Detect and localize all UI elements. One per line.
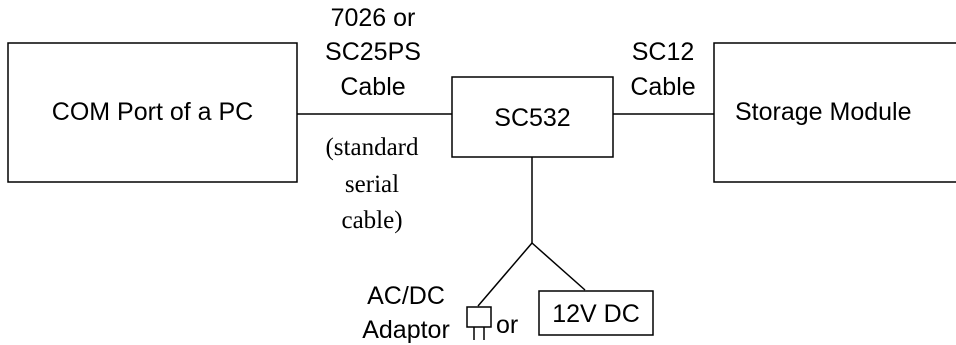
storage-module-box: Storage Module bbox=[713, 42, 956, 183]
cable-pc-label-line1: 7026 or bbox=[331, 4, 416, 32]
storage-module-label: Storage Module bbox=[735, 98, 912, 126]
sc532-box: SC532 bbox=[451, 76, 614, 158]
pc-com-port-label: COM Port of a PC bbox=[52, 98, 253, 126]
power-wire-dc-branch bbox=[531, 242, 586, 291]
cable-pc-note-line3: cable) bbox=[341, 207, 402, 234]
plug-icon bbox=[466, 306, 492, 340]
cable-pc-note-line2: serial bbox=[345, 171, 399, 198]
cable-pc-label-line2: SC25PS bbox=[325, 38, 421, 66]
cable-storage-label-line2: Cable bbox=[630, 73, 695, 101]
sc532-label: SC532 bbox=[494, 104, 570, 132]
power-wire-adaptor-branch bbox=[477, 242, 533, 307]
dc-12v-box: 12V DC bbox=[538, 290, 654, 336]
or-label: or bbox=[496, 311, 518, 339]
pc-com-port-box: COM Port of a PC bbox=[7, 42, 298, 183]
cable-storage-label-line1: SC12 bbox=[632, 38, 695, 66]
adaptor-label-line1: AC/DC bbox=[367, 282, 445, 310]
cable-pc-note-line1: (standard bbox=[325, 134, 419, 161]
adaptor-label-line2: Adaptor bbox=[362, 316, 450, 344]
dc-12v-label: 12V DC bbox=[552, 300, 640, 328]
cable-pc-label-line3: Cable bbox=[340, 73, 405, 101]
